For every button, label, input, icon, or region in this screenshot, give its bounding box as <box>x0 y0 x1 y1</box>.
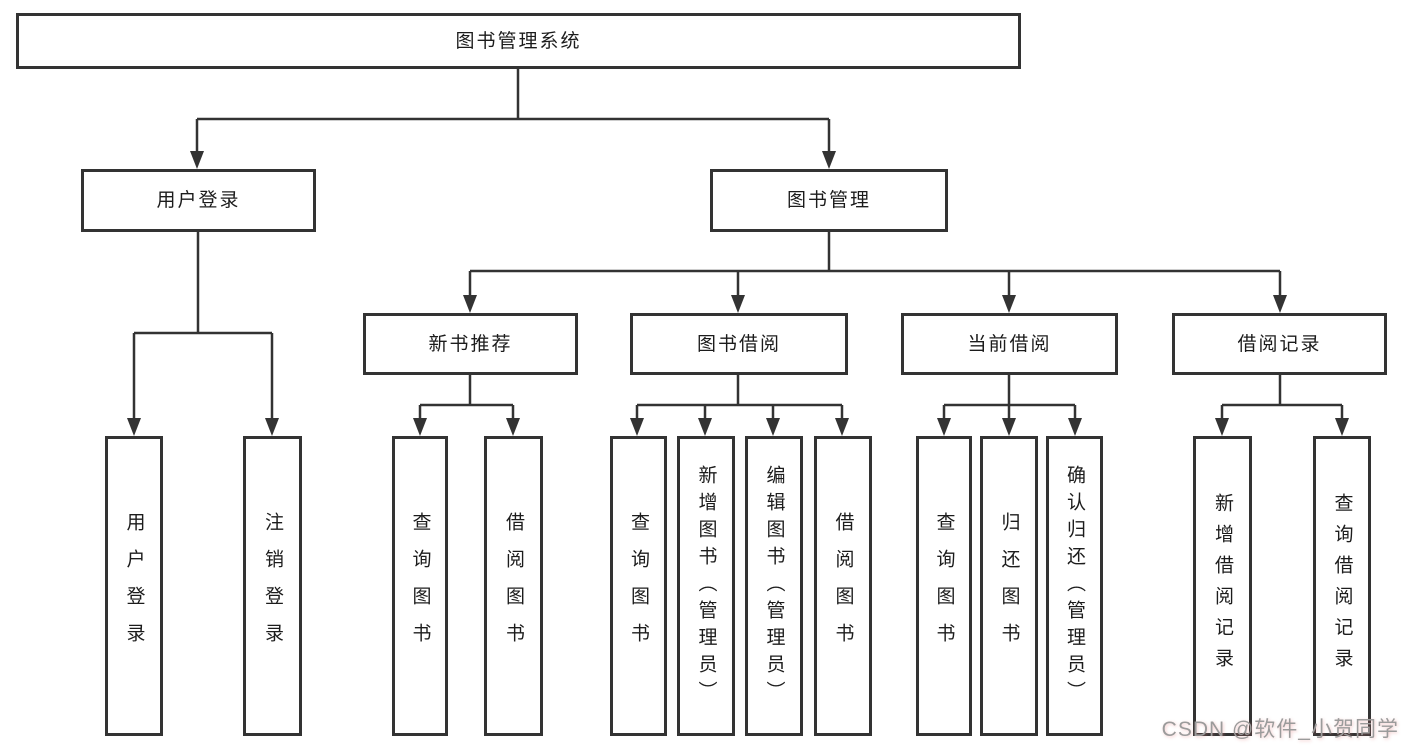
leaf-label: 借阅图书 <box>832 512 854 660</box>
arrowheads <box>127 151 1349 436</box>
leaf-return-book: 归还图书 <box>980 436 1038 736</box>
leaf-query-book-1: 查询图书 <box>392 436 448 736</box>
leaf-query-book-2: 查询图书 <box>610 436 667 736</box>
node-label: 新书推荐 <box>428 333 513 355</box>
node-label: 图书管理 <box>786 190 871 211</box>
leaf-logout: 注销登录 <box>243 436 302 736</box>
leaf-label: 注销登录 <box>262 512 283 660</box>
node-borrow-records: 借阅记录 <box>1172 313 1387 375</box>
leaf-add-borrow-record: 新增借阅记录 <box>1193 436 1252 736</box>
node-label: 图书借阅 <box>696 333 781 355</box>
node-user-login-module: 用户登录 <box>81 169 316 232</box>
node-label: 用户登录 <box>156 190 241 211</box>
leaf-label: 借阅图书 <box>503 512 524 660</box>
leaf-user-login: 用户登录 <box>105 436 163 736</box>
node-system-root: 图书管理系统 <box>16 13 1021 69</box>
leaf-label: 查询图书 <box>409 512 431 660</box>
node-book-borrow: 图书借阅 <box>630 313 848 375</box>
node-book-management: 图书管理 <box>710 169 948 232</box>
leaf-label: 用户登录 <box>123 512 145 660</box>
leaf-edit-book-admin: 编辑图书（管理员） <box>745 436 803 736</box>
node-new-book-recommend: 新书推荐 <box>363 313 578 375</box>
leaf-confirm-return-admin: 确认归还（管理员） <box>1046 436 1103 736</box>
leaf-borrow-book-1: 借阅图书 <box>484 436 543 736</box>
leaf-label: 查询借阅记录 <box>1331 493 1353 679</box>
leaf-label: 编辑图书（管理员） <box>763 464 785 708</box>
leaf-borrow-book-2: 借阅图书 <box>814 436 872 736</box>
leaf-label: 确认归还（管理员） <box>1064 464 1085 708</box>
leaf-label: 新增图书（管理员） <box>695 464 717 708</box>
leaf-add-book-admin: 新增图书（管理员） <box>677 436 735 736</box>
leaf-label: 查询图书 <box>628 512 649 660</box>
leaf-label: 查询图书 <box>933 512 955 660</box>
leaf-query-book-3: 查询图书 <box>916 436 972 736</box>
csdn-watermark: CSDN @软件_小贺同学 <box>1161 718 1399 741</box>
node-label: 当前借阅 <box>967 333 1052 355</box>
node-label: 图书管理系统 <box>455 30 582 52</box>
leaf-query-borrow-record: 查询借阅记录 <box>1313 436 1371 736</box>
leaf-label: 新增借阅记录 <box>1212 493 1233 679</box>
node-label: 借阅记录 <box>1237 333 1322 355</box>
node-current-borrow: 当前借阅 <box>901 313 1118 375</box>
leaf-label: 归还图书 <box>998 512 1020 660</box>
